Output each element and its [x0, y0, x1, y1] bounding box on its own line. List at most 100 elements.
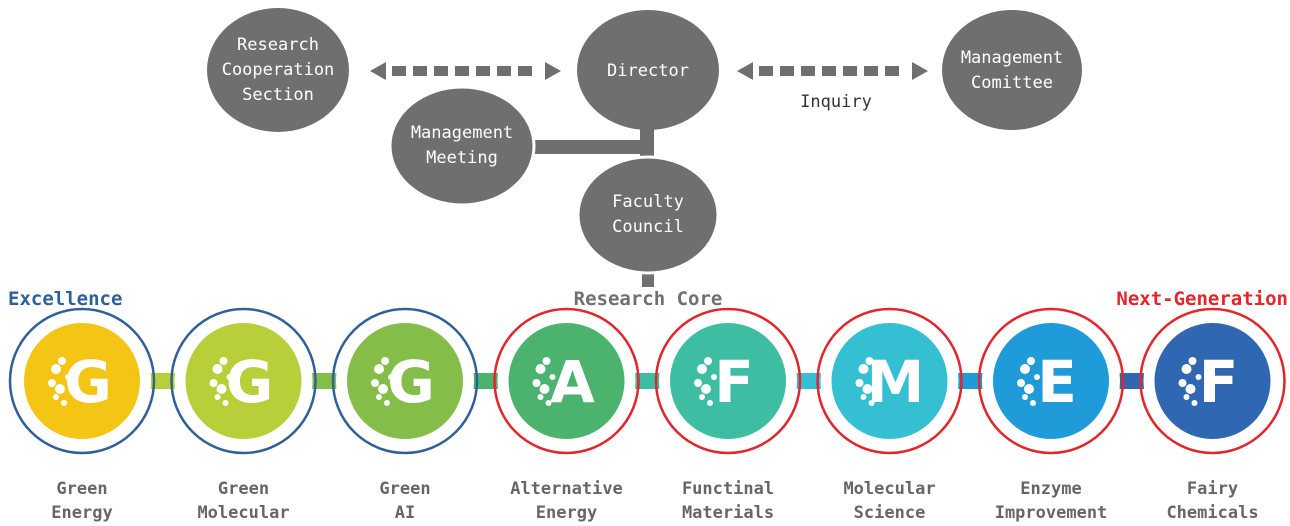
unit-letter: F: [1199, 348, 1239, 416]
unit-label-line: Alternative: [510, 479, 623, 499]
arrow-dash: [497, 66, 511, 76]
bubble-dot: [1178, 379, 1187, 387]
bubble-dot: [61, 400, 67, 406]
bubble-dot: [699, 394, 705, 400]
arrow-left-head: [737, 62, 753, 80]
node-line: Research: [237, 35, 319, 55]
bubble-dot: [872, 374, 879, 380]
unit-letter: G: [387, 348, 435, 416]
next-generation-heading: Next-Generation: [1116, 288, 1288, 310]
node-line: Section: [242, 85, 314, 105]
bubble-dot: [707, 400, 713, 406]
node-shape: [207, 8, 349, 132]
arrow-dash: [413, 66, 427, 76]
bubble-dot: [1191, 400, 1198, 406]
bubble-dot: [862, 384, 873, 394]
unit-ring: [816, 307, 963, 455]
bubble-dot: [1188, 357, 1197, 365]
bubble-dot: [858, 364, 869, 374]
arrow-dash: [885, 66, 899, 76]
unit-label-line: Chemicals: [1166, 503, 1258, 523]
unit-label-line: Energy: [51, 503, 112, 523]
bubble-dot: [1030, 400, 1036, 406]
director-node: Director: [577, 10, 719, 130]
bubble-dot: [384, 400, 390, 406]
bubble-dot: [1181, 364, 1192, 374]
unit-label-line: Materials: [682, 503, 774, 523]
bubble-dot: [378, 384, 388, 394]
unit-label-line: Enzyme: [1020, 479, 1081, 499]
bubble-dot: [1195, 374, 1202, 380]
bubble-dot: [1022, 394, 1028, 400]
unit-letter: G: [226, 348, 274, 416]
node-shape: [942, 10, 1082, 130]
arrow-dash: [518, 66, 532, 76]
bubble-dot: [1034, 374, 1040, 380]
arrow-director-committee: [737, 62, 928, 80]
unit-ring: [977, 307, 1125, 455]
bubble-dot: [542, 357, 551, 365]
unit-label-line: Fairy: [1187, 479, 1238, 499]
faculty-council-node: Faculty Council: [576, 155, 720, 275]
bubble-dot: [711, 374, 717, 380]
unit-disk: [24, 323, 140, 439]
node-line: Meeting: [426, 148, 498, 168]
bubble-dot: [855, 379, 864, 387]
bubble-dot: [704, 357, 712, 365]
bubble-dot: [697, 364, 707, 374]
node-line: Director: [607, 61, 689, 81]
unit-disk: [670, 323, 786, 439]
arrow-dash: [843, 66, 857, 76]
bubble-dot: [1183, 394, 1190, 400]
bubble-dot: [376, 394, 382, 400]
bubble-dot: [1024, 384, 1034, 394]
unit-ring: [654, 307, 802, 455]
arrow-right-head: [545, 62, 561, 80]
node-line: Management: [411, 123, 513, 143]
bubble-dot: [209, 379, 218, 387]
arrow-dash: [780, 66, 794, 76]
unit-label-line: Molecular: [197, 503, 289, 523]
research-core-heading: Research Core: [574, 288, 723, 310]
bubble-dot: [214, 394, 221, 400]
bubble-dot: [222, 400, 229, 406]
bubble-dot: [212, 364, 223, 374]
bubble-dot: [1027, 357, 1035, 365]
arrow-research-director: [370, 62, 561, 80]
bubble-dot: [53, 394, 59, 400]
unit-disk: [1154, 323, 1271, 439]
unit-letter: M: [867, 348, 925, 416]
bubble-dot: [535, 364, 546, 374]
unit-letter: G: [64, 348, 112, 416]
bubble-dot: [55, 384, 65, 394]
node-line: Management: [961, 48, 1063, 68]
unit-label-line: Improvement: [995, 503, 1108, 523]
bubble-dot: [65, 374, 71, 380]
bubble-dot: [694, 379, 702, 387]
node-line: Council: [612, 217, 684, 237]
bubble-dot: [219, 357, 228, 365]
arrow-dash: [434, 66, 448, 76]
bubble-dot: [860, 394, 867, 400]
bubble-dot: [216, 384, 227, 394]
arrow-dash: [392, 66, 406, 76]
unit-letter: E: [1037, 348, 1077, 416]
unit-ring: [170, 307, 317, 455]
unit-label-line: Functinal: [682, 479, 774, 499]
arrow-dash: [455, 66, 469, 76]
meeting-connector: [528, 140, 652, 154]
research-cooperation-node: Research Cooperation Section: [207, 8, 349, 132]
bubble-dot: [865, 357, 874, 365]
unit-label-line: Molecular: [843, 479, 935, 499]
arrow-dash: [759, 66, 773, 76]
unit-letter: A: [550, 348, 595, 416]
bubble-dot: [549, 374, 556, 380]
bubble-dot: [226, 374, 233, 380]
unit-disk: [347, 323, 463, 439]
